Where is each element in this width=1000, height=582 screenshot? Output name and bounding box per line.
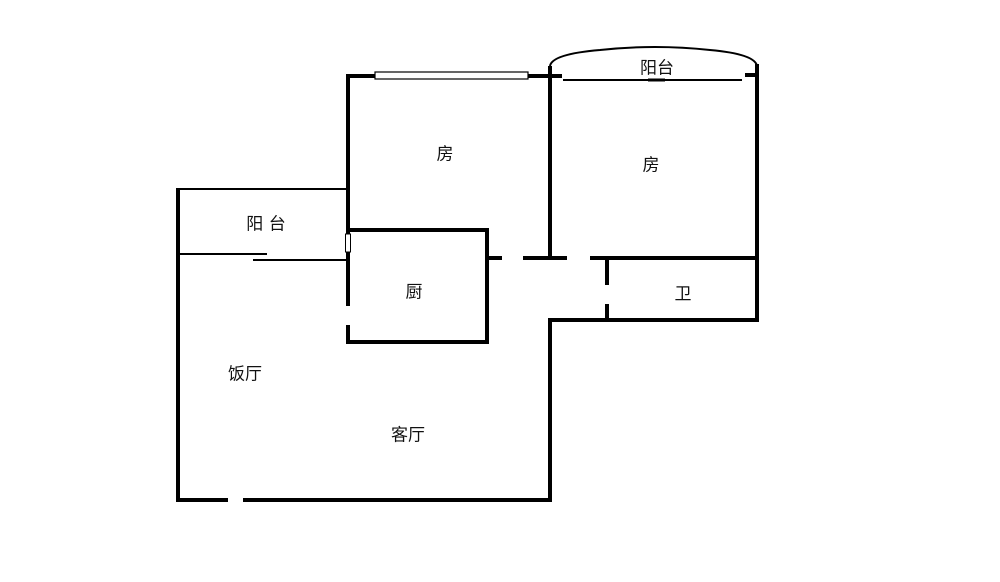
bedroom-1-walls xyxy=(346,66,562,258)
room-label-balcony-left: 阳 台 xyxy=(246,214,286,235)
living-walls xyxy=(176,188,552,502)
room-label-bedroom-1: 房 xyxy=(436,144,454,165)
room-label-dining: 饭厅 xyxy=(228,364,262,385)
bathroom-walls xyxy=(548,258,759,322)
room-label-bedroom-2: 房 xyxy=(642,155,660,176)
balcony-left-walls xyxy=(176,188,348,261)
small-window xyxy=(345,233,351,253)
room-label-bathroom: 卫 xyxy=(674,284,692,305)
room-label-kitchen: 厨 xyxy=(405,282,423,303)
window xyxy=(374,71,529,80)
room-label-living: 客厅 xyxy=(391,425,425,446)
kitchen-walls xyxy=(345,228,489,344)
bedroom-2-walls xyxy=(549,46,759,322)
room-label-balcony-top: 阳台 xyxy=(640,58,674,79)
